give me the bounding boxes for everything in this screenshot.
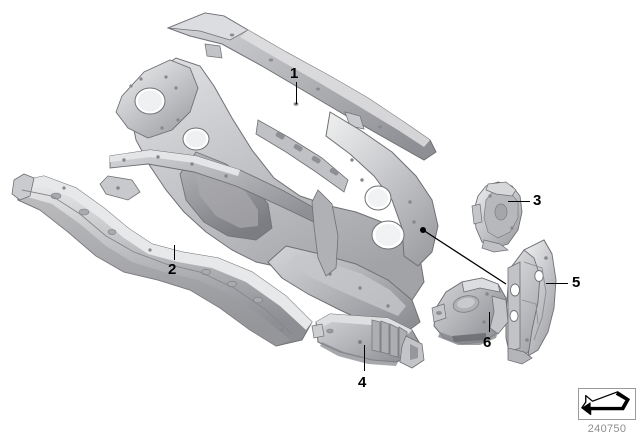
view-direction-arrow-icon — [578, 388, 636, 420]
part-5-side-panel-reinforcement — [505, 239, 557, 365]
callout-6-label: 6 — [483, 334, 492, 351]
callout-1-label: 1 — [290, 65, 299, 82]
callout-3-label: 3 — [533, 192, 542, 209]
callout-5-leader — [546, 283, 568, 285]
bulkhead-detail-pointer — [420, 227, 507, 285]
reference-number: 240750 — [587, 423, 627, 435]
part-3-mounting-bracket — [471, 181, 523, 253]
part-4-ribbed-bracket — [311, 313, 425, 369]
callout-1-leader — [296, 82, 298, 104]
part-1-bulkhead-assembly — [99, 12, 439, 335]
callout-2-label: 2 — [168, 261, 177, 278]
callout-4-leader — [364, 345, 366, 371]
callout-5-label: 5 — [572, 274, 581, 291]
callout-6-leader — [489, 312, 491, 332]
callout-2-leader — [174, 245, 176, 260]
part-6-wheel-arch-bracket — [431, 277, 509, 345]
callout-3-leader — [508, 201, 530, 203]
part-2-support-rail — [11, 173, 313, 347]
callout-4-label: 4 — [358, 374, 367, 391]
arrow-glyph — [581, 391, 630, 415]
